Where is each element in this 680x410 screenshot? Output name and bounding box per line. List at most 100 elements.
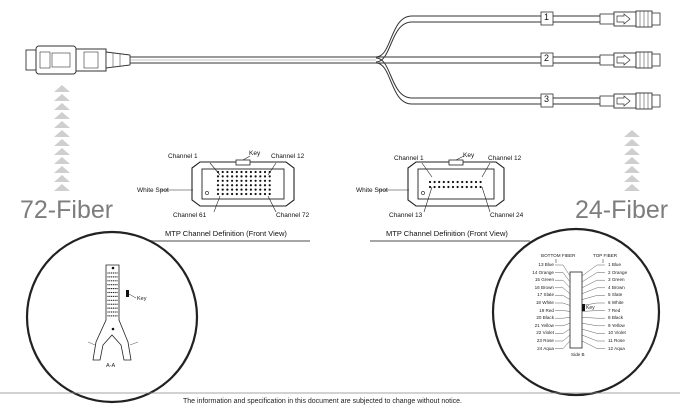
fiber-label: 16 Brown [534,284,554,290]
fiber-dot [116,303,118,305]
fiber-dot [240,184,243,187]
fiber-dot [107,303,109,305]
right-detail-key: Key [586,305,595,311]
fiber-dot [221,175,224,178]
fiber-label: 18 White [535,300,554,305]
right-channel-12: Channel 12 [488,155,522,162]
fiber-dot [235,188,238,191]
fiber-dot [235,175,238,178]
fiber-dot [456,180,459,184]
fiber-dot [109,272,111,274]
fiber-label: 13 Blue [538,262,554,267]
fiber-dot [263,170,267,174]
fiber-dot [109,280,111,282]
fiber-dot [433,185,436,189]
fiber-dot [268,175,271,178]
fiber-dot [112,299,114,301]
fiber-label: 7 Red [608,307,621,313]
fiber-dot [109,284,111,286]
fiber-dot [235,179,238,182]
fiber-dot [451,185,455,189]
fiber-dot [114,311,116,313]
title-72-fiber: 72-Fiber [20,196,114,224]
up-arrows-right [624,130,640,191]
fiber-line [581,272,605,283]
fiber-dot [112,315,114,317]
fiber-dot [263,192,267,196]
fiber-label: 12 Aqua [608,345,625,351]
fiber-dot [216,170,220,174]
fiber-dot [111,288,113,290]
front-view-left [160,155,295,213]
fiber-line [555,264,571,277]
fiber-dot [254,170,257,174]
port-label-1: 1 [544,12,550,22]
fiber-dot [107,272,109,274]
fiber-line [555,287,571,294]
fiber-dot [254,184,257,187]
fiber-dot [240,175,243,178]
fiber-line [581,280,605,288]
fiber-dot [259,179,262,182]
fiber-label: 15 Green [534,277,554,283]
fiber-dot [268,188,271,191]
fiber-dot [226,192,229,196]
fiber-dot [428,180,432,184]
fiber-line [555,328,571,334]
fiber-dot [226,188,229,191]
detail-circle-left [25,230,199,404]
fiber-label: 4 Brown [608,284,625,290]
fiber-line [555,317,571,319]
top-fiber-header: TOP FIBER [593,253,618,258]
mtp-connector-left [25,45,131,75]
fiber-line [555,272,571,283]
fiber-dot [216,184,220,187]
fiber-dot [240,170,243,174]
fiber-line [555,295,571,300]
fan-connector-2 [599,51,661,69]
fiber-dot [216,175,220,178]
fiber-dot [107,276,109,278]
fiber-dot [109,299,111,301]
fiber-dot [470,180,473,184]
left-white-spot: White Spot [137,187,169,194]
fiber-dot [235,170,238,174]
fiber-label: 5 Slate [608,292,623,298]
left-channel-72: Channel 72 [276,212,310,219]
fiber-dot [474,185,478,189]
fiber-label: 24 Aqua [537,345,554,351]
fiber-dot [114,280,116,282]
fiber-label: 17 Slate [537,292,554,298]
fiber-dot [461,185,464,189]
fiber-dot [111,299,113,301]
fiber-dot [245,170,248,174]
right-white-spot: White Spot [356,187,388,194]
fiber-dot [465,180,468,184]
fiber-dot [263,179,267,182]
fiber-dot [221,179,224,182]
fiber-dot [111,280,113,282]
fiber-line [581,328,605,334]
fiber-dot [259,188,262,191]
fiber-dot [116,315,118,317]
fiber-dot [216,192,220,196]
fiber-dot [109,303,111,305]
fiber-dot [240,179,243,182]
fiber-dot [263,184,267,187]
port-label-3: 3 [544,94,550,104]
port-box-2 [540,52,554,67]
fiber-dot [111,307,113,309]
fiber-dot [116,284,118,286]
fiber-dot [231,179,234,182]
fiber-dot [479,180,482,184]
fiber-dot [112,284,114,286]
port-label-2: 2 [544,53,550,63]
fiber-label: 2 Orange [608,269,628,275]
fiber-dot [216,188,220,191]
fiber-dot [226,184,229,187]
fiber-dot [259,175,262,178]
fiber-dot [112,311,114,313]
fiber-dot [109,288,111,290]
fiber-dot [438,185,441,189]
